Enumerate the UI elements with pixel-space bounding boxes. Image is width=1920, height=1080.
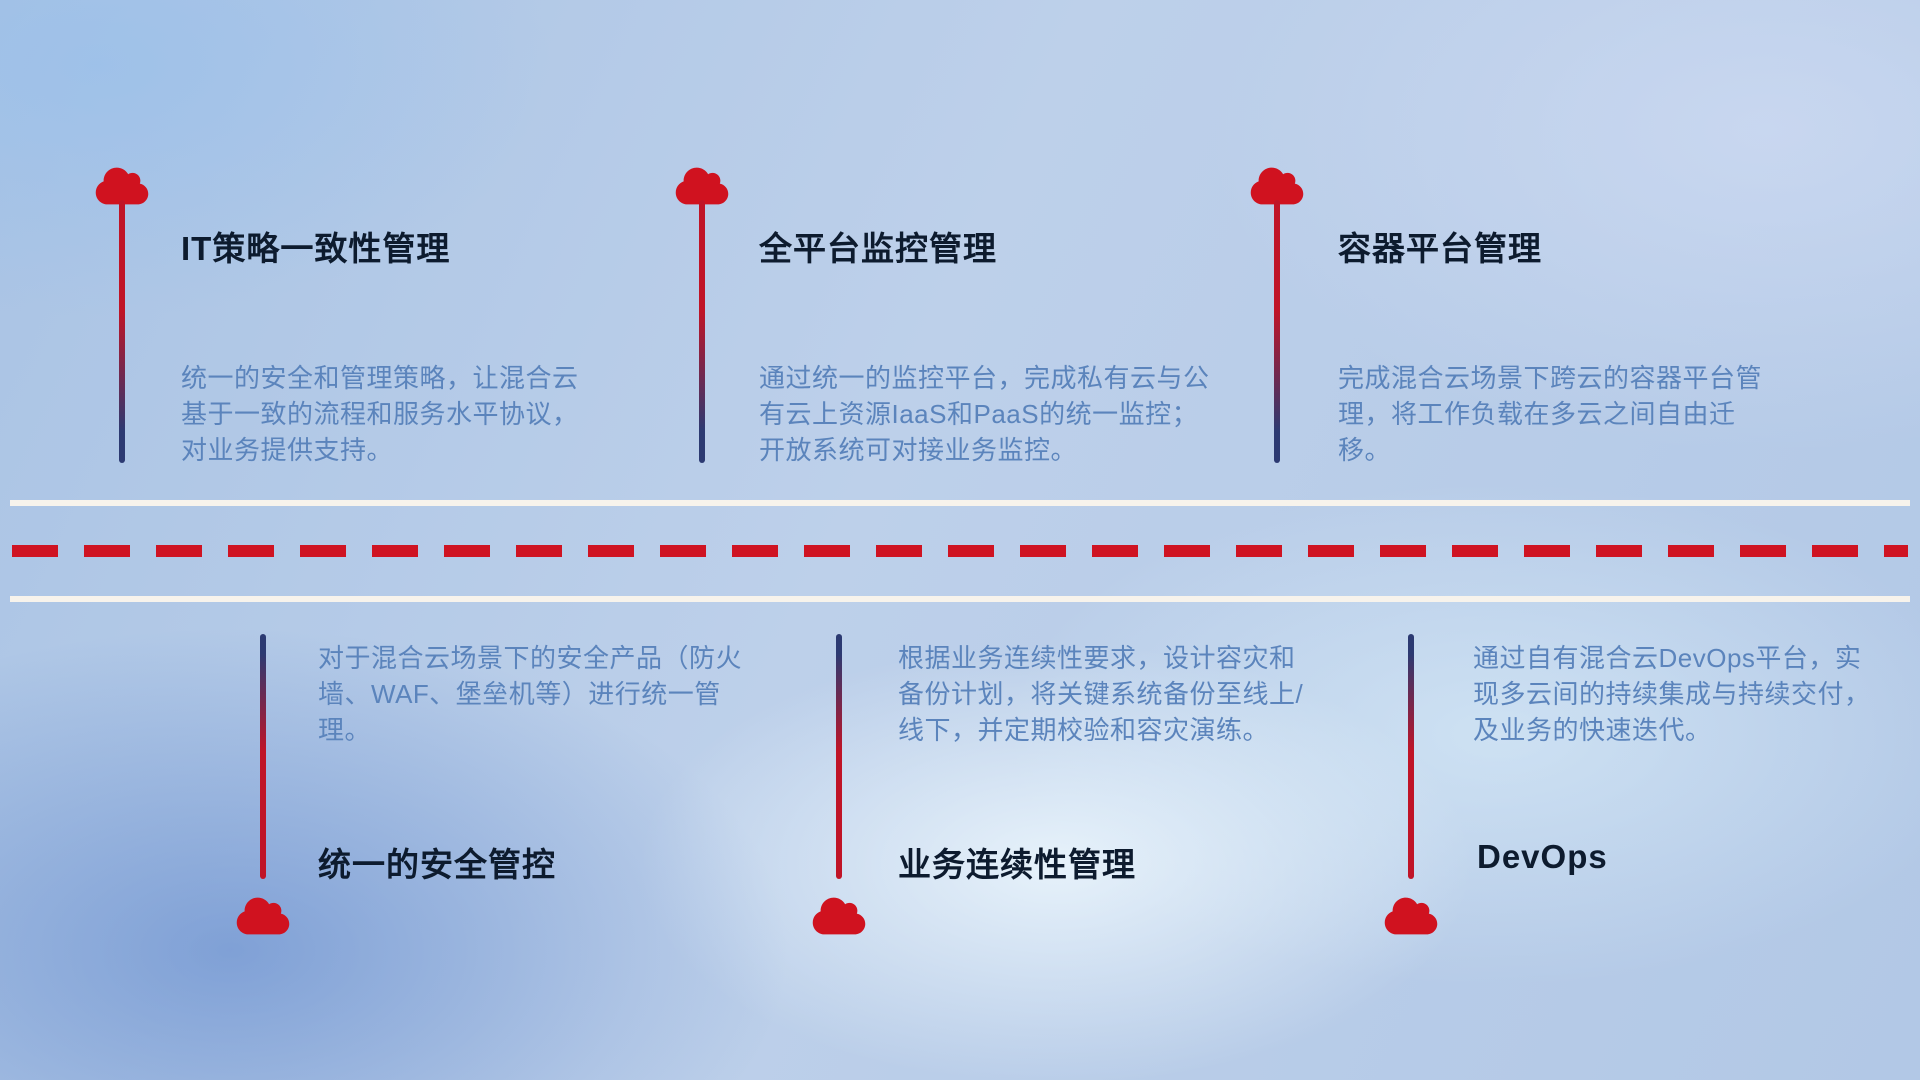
road-bottom-line [10, 596, 1910, 602]
item-description: 统一的安全和管理策略，让混合云基于一致的流程和服务水平协议，对业务提供支持。 [181, 363, 579, 465]
item-description: 根据业务连续性要求，设计容灾和备份计划，将关键系统备份至线上/线下，并定期校验和… [898, 643, 1304, 745]
connector-line [699, 200, 705, 463]
item-description: 对于混合云场景下的安全产品（防火墙、WAF、堡垒机等）进行统一管理。 [318, 643, 743, 745]
item-title: 容器平台管理 [1338, 230, 1542, 267]
cloud-icon [673, 165, 731, 207]
item-title: IT策略一致性管理 [181, 230, 451, 267]
road-dashed-centerline [12, 545, 1908, 557]
connector-line [836, 634, 842, 879]
item-description: 完成混合云场景下跨云的容器平台管理，将工作负载在多云之间自由迁移。 [1338, 363, 1763, 465]
item-title: 全平台监控管理 [759, 230, 997, 267]
cloud-icon [1382, 895, 1440, 937]
cloud-icon [810, 895, 868, 937]
cloud-icon [234, 895, 292, 937]
cloud-icon [93, 165, 151, 207]
item-title: 业务连续性管理 [898, 846, 1136, 883]
connector-line [119, 200, 125, 463]
connector-line [1274, 200, 1280, 463]
item-description: 通过统一的监控平台，完成私有云与公有云上资源IaaS和PaaS的统一监控；开放系… [759, 363, 1210, 465]
item-title: DevOps [1477, 838, 1608, 875]
item-description: 通过自有混合云DevOps平台，实现多云间的持续集成与持续交付，及业务的快速迭代… [1473, 643, 1871, 745]
connector-line [260, 634, 266, 879]
cloud-icon [1248, 165, 1306, 207]
item-title: 统一的安全管控 [318, 846, 556, 883]
connector-line [1408, 634, 1414, 879]
road-top-line [10, 500, 1910, 506]
